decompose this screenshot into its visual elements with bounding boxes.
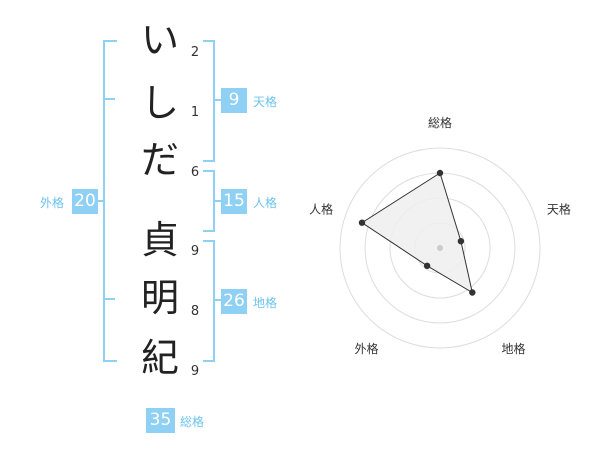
- soukaku-label: 総格: [180, 415, 205, 429]
- given-char-2: 明: [140, 276, 179, 320]
- radar-axis-label: 地格: [501, 341, 525, 356]
- gaikaku-value: 20: [72, 189, 98, 214]
- stroke-count: 6: [190, 165, 200, 180]
- radar-axis-label: 人格: [309, 201, 333, 216]
- radar-point-4: [423, 262, 431, 269]
- radar-point-1: [436, 169, 444, 177]
- given-char-3: 紀: [140, 336, 179, 380]
- radar-axis-label: 天格: [547, 201, 571, 216]
- radar-point-2: [457, 238, 465, 245]
- radar-axis-label: 外格: [354, 341, 378, 356]
- radar-point-3: [469, 289, 476, 296]
- stroke-count: 8: [190, 304, 200, 319]
- radar-center-dot: [437, 245, 443, 251]
- bracket-connector: [213, 99, 221, 101]
- radar-point-5: [358, 219, 366, 226]
- bracket-connector: [213, 200, 221, 202]
- stroke-count: 1: [190, 105, 200, 120]
- surname-char-1: い: [140, 18, 179, 62]
- tenkaku-value: 9: [221, 88, 247, 113]
- tenkaku-bracket: [203, 40, 215, 162]
- bracket-connector: [213, 299, 221, 301]
- bracket-tick: [103, 98, 115, 100]
- gaikaku-label: 外格: [40, 196, 65, 210]
- bracket-connector: [97, 200, 105, 202]
- tenkaku-label: 天格: [253, 95, 278, 109]
- given-char-1: 貞: [140, 218, 179, 262]
- chikaku-bracket: [203, 240, 215, 362]
- surname-char-2: し: [140, 81, 179, 125]
- jinkaku-value: 15: [221, 189, 247, 214]
- bracket-tick: [103, 298, 115, 300]
- chikaku-value: 26: [221, 289, 247, 314]
- radar-axis-label: 総格: [428, 115, 452, 130]
- stroke-count: 2: [190, 45, 200, 60]
- stroke-count: 9: [190, 244, 200, 259]
- radar-ring: [339, 147, 541, 349]
- stroke-count: 9: [190, 364, 200, 379]
- soukaku-value: 35: [146, 408, 175, 433]
- jinkaku-label: 人格: [253, 196, 278, 210]
- radar-area: [361, 172, 474, 294]
- chikaku-label: 地格: [253, 296, 278, 310]
- surname-char-3: だ: [140, 138, 179, 182]
